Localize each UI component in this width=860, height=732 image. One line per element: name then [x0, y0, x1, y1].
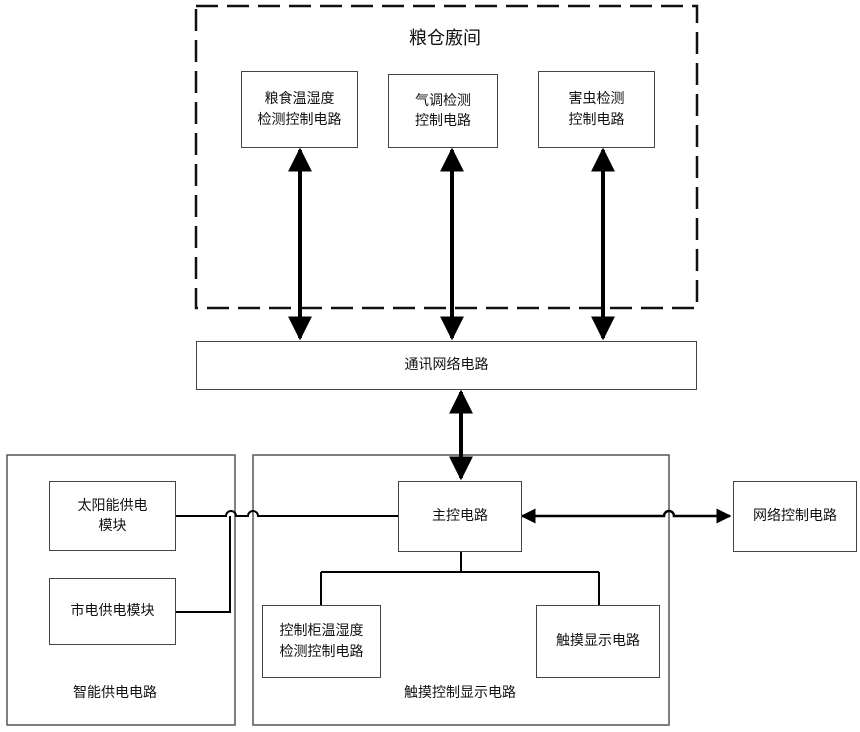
comm-network-box: 通讯网络电路: [196, 341, 697, 390]
granary-frame: [194, 4, 699, 310]
network-control-box: 网络控制电路: [733, 481, 857, 552]
air-control-box: 气调检测 控制电路: [388, 74, 498, 148]
granary-title: 粮仓廒间: [409, 28, 481, 49]
line-main-branch: [320, 552, 600, 605]
solar-supply-box: 太阳能供电 模块: [49, 481, 176, 551]
touch-title: 触摸控制显示电路: [404, 685, 516, 701]
mains-supply-box: 市电供电模块: [49, 578, 176, 645]
touch-display-box: 触摸显示电路: [536, 605, 660, 678]
line-solar-main: [176, 510, 398, 517]
power-frame: [6, 454, 236, 726]
line-mains-main: [176, 516, 231, 613]
main-control-box: 主控电路: [398, 481, 522, 552]
power-title: 智能供电电路: [73, 685, 157, 701]
grain-humidity-box: 粮食温湿度 检测控制电路: [241, 71, 358, 148]
arrow-main-network: [520, 508, 732, 524]
pest-control-box: 害虫检测 控制电路: [538, 71, 655, 148]
cabinet-humidity-box: 控制柜温湿度 检测控制电路: [262, 605, 381, 678]
